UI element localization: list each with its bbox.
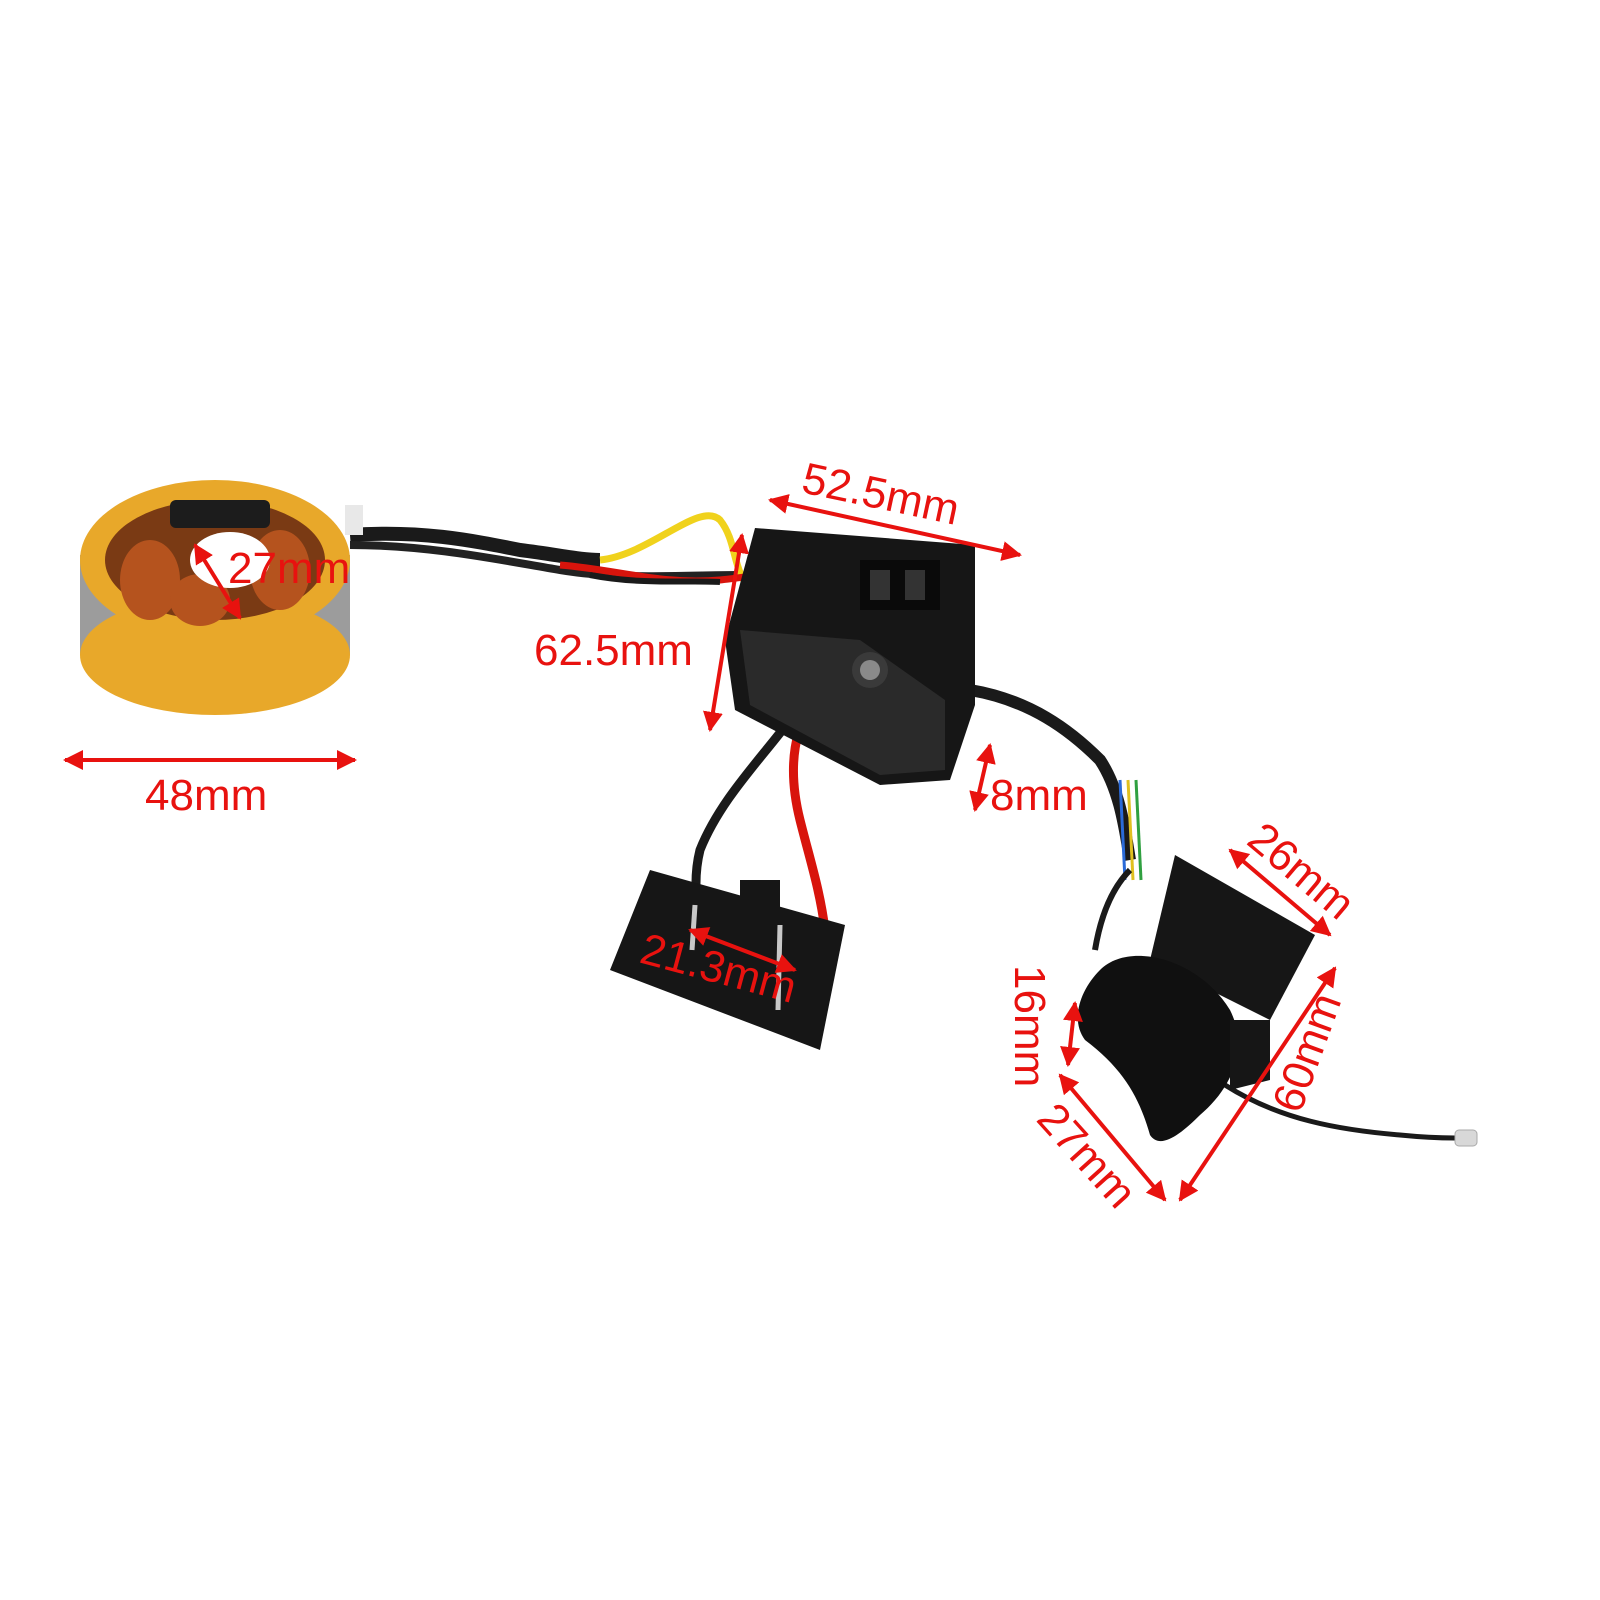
board-height-arrow (703, 533, 749, 732)
board-width-arrow (768, 494, 1022, 561)
dimension-annotations (63, 494, 1337, 1202)
label-board-thickness: 8mm (990, 771, 1088, 820)
switch-top-arrow (1228, 848, 1332, 937)
switch-length-arrow (1178, 966, 1337, 1202)
terminal-spacing-arrow (688, 927, 797, 973)
board-thickness-arrow (969, 743, 996, 812)
switch-trigger-width-arrow (1058, 1073, 1167, 1202)
control-board (725, 528, 975, 785)
label-stator-inner: 27mm (228, 544, 350, 593)
switch-trigger-height-arrow (1060, 1001, 1083, 1067)
stator-inner-arrow (193, 543, 242, 620)
label-stator-outer: 48mm (145, 771, 267, 820)
motor-stator (80, 480, 363, 715)
label-board-height: 62.5mm (534, 626, 693, 675)
label-switch-trigger-height: 16mm (1005, 965, 1054, 1087)
